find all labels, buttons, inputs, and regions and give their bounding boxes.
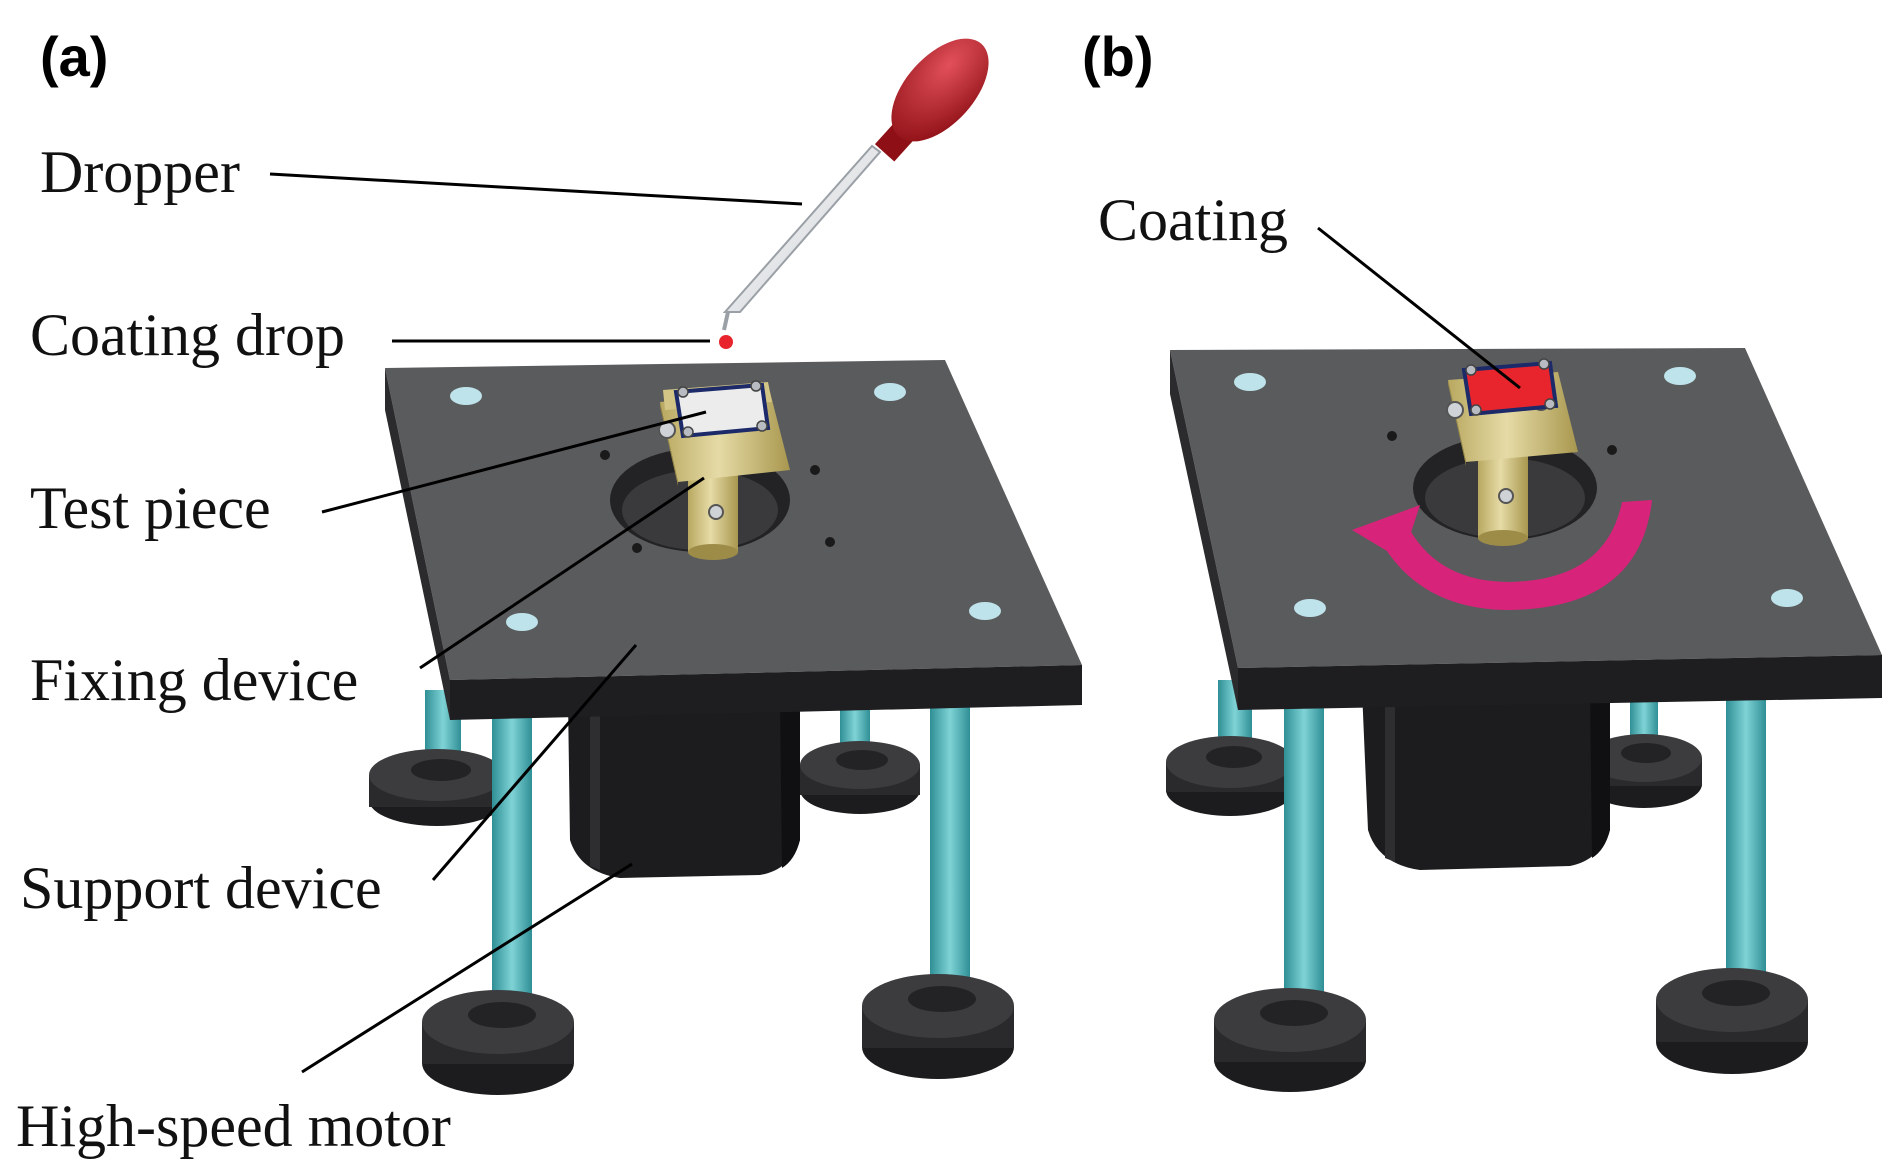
- label-test-piece: Test piece: [30, 475, 271, 541]
- back-foot-left: [369, 749, 505, 826]
- dropper: [722, 38, 989, 331]
- front-leg-right: [1726, 700, 1766, 990]
- front-leg-left: [492, 700, 532, 1020]
- high-speed-motor: [568, 700, 800, 878]
- motor: [1362, 690, 1610, 870]
- coating-drop: [719, 335, 733, 349]
- front-foot-left: [422, 990, 574, 1095]
- front-foot-right: [1656, 968, 1808, 1074]
- leader-support-device: [431, 644, 638, 881]
- mount-hole: [506, 613, 538, 631]
- panel-a: (a) Dropper Coating drop Test piece Fixi…: [16, 25, 1082, 1159]
- mount-hole: [1234, 373, 1266, 391]
- front-leg-left: [1284, 700, 1324, 1020]
- label-fixing-device: Fixing device: [30, 647, 358, 713]
- front-leg-right: [930, 700, 970, 1000]
- leader-coating: [1317, 226, 1521, 390]
- back-foot-left: [1166, 736, 1294, 816]
- leader-fixing-device: [419, 476, 705, 670]
- mount-hole: [1771, 589, 1803, 607]
- back-foot-right: [800, 741, 920, 814]
- test-piece: [673, 380, 771, 439]
- mount-hole: [1664, 367, 1696, 385]
- panel-letter-a: (a): [40, 25, 108, 88]
- panel-letter-b: (b): [1082, 25, 1154, 88]
- rotation-arrow-icon: [1352, 500, 1652, 610]
- mount-hole: [969, 602, 1001, 620]
- mount-hole: [874, 383, 906, 401]
- leader-high-speed-motor: [301, 862, 633, 1074]
- panel-b: (b) Coating: [1082, 25, 1882, 1092]
- front-foot-left: [1214, 988, 1366, 1092]
- mount-hole: [1294, 599, 1326, 617]
- front-foot-right: [862, 974, 1014, 1079]
- coated-test-piece: [1461, 358, 1559, 417]
- leader-test-piece: [321, 410, 707, 514]
- label-coating-drop: Coating drop: [30, 302, 345, 368]
- label-coating: Coating: [1098, 187, 1288, 253]
- label-dropper: Dropper: [40, 139, 240, 205]
- mount-hole: [450, 387, 482, 405]
- label-support-device: Support device: [20, 855, 382, 921]
- leader-dropper: [269, 172, 803, 206]
- label-high-speed-motor: High-speed motor: [16, 1093, 451, 1159]
- dropper-bulb: [891, 38, 989, 142]
